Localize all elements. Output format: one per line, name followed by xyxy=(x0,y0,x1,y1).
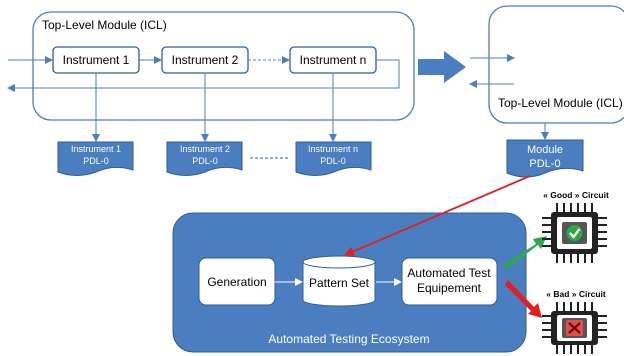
ate-label-line1: Automated Test xyxy=(407,266,491,280)
bad-outcome-arrow xyxy=(505,280,542,318)
good-chip-icon xyxy=(542,203,607,263)
good-outcome-arrow xyxy=(504,236,547,269)
top-module-box xyxy=(488,5,624,124)
instrument-2-label: Instrument 2 xyxy=(172,53,239,67)
good-circuit-label: « Good » Circuit xyxy=(543,190,609,200)
pattern-set-cylinder-top xyxy=(302,255,376,269)
icl-title: Top-Level Module (ICL) xyxy=(42,18,167,32)
pdl-doc-1-title: Instrument 1 xyxy=(71,144,121,154)
pdl-doc-n-sub: PDL-0 xyxy=(320,156,346,166)
pattern-set-cylinder xyxy=(302,262,376,307)
generation-label: Generation xyxy=(207,275,266,289)
pdl-doc-2 xyxy=(166,141,243,176)
bad-circuit-label: « Bad » Circuit xyxy=(546,289,606,299)
pdl-doc-1 xyxy=(57,141,134,176)
ate-label-line2: Equipement xyxy=(417,281,482,295)
ate-box xyxy=(401,257,498,306)
pdl-doc-1-sub: PDL-0 xyxy=(83,156,109,166)
top-module-label: Top-Level Module (ICL) xyxy=(498,96,623,110)
module-pdl-doc-sub: PDL-0 xyxy=(529,158,560,170)
module-pdl-doc-title: Module xyxy=(527,144,563,156)
instrument-n-label: Instrument n xyxy=(300,53,367,67)
instrument-1-label: Instrument 1 xyxy=(63,53,130,67)
pdl-doc-2-title: Instrument 2 xyxy=(180,144,230,154)
pdl-doc-n xyxy=(295,141,372,176)
pattern-set-label: Pattern Set xyxy=(309,276,370,290)
pdl-doc-2-sub: PDL-0 xyxy=(192,156,218,166)
pdl-doc-n-title: Instrument n xyxy=(308,144,358,154)
scan-out-arrow xyxy=(7,59,400,92)
ecosystem-title: Automated Testing Ecosystem xyxy=(268,332,429,346)
module-pdl-doc xyxy=(506,139,584,178)
bad-chip-icon xyxy=(542,302,607,354)
pdl-to-pattern-arrow xyxy=(344,175,531,257)
transform-arrow xyxy=(418,51,466,83)
